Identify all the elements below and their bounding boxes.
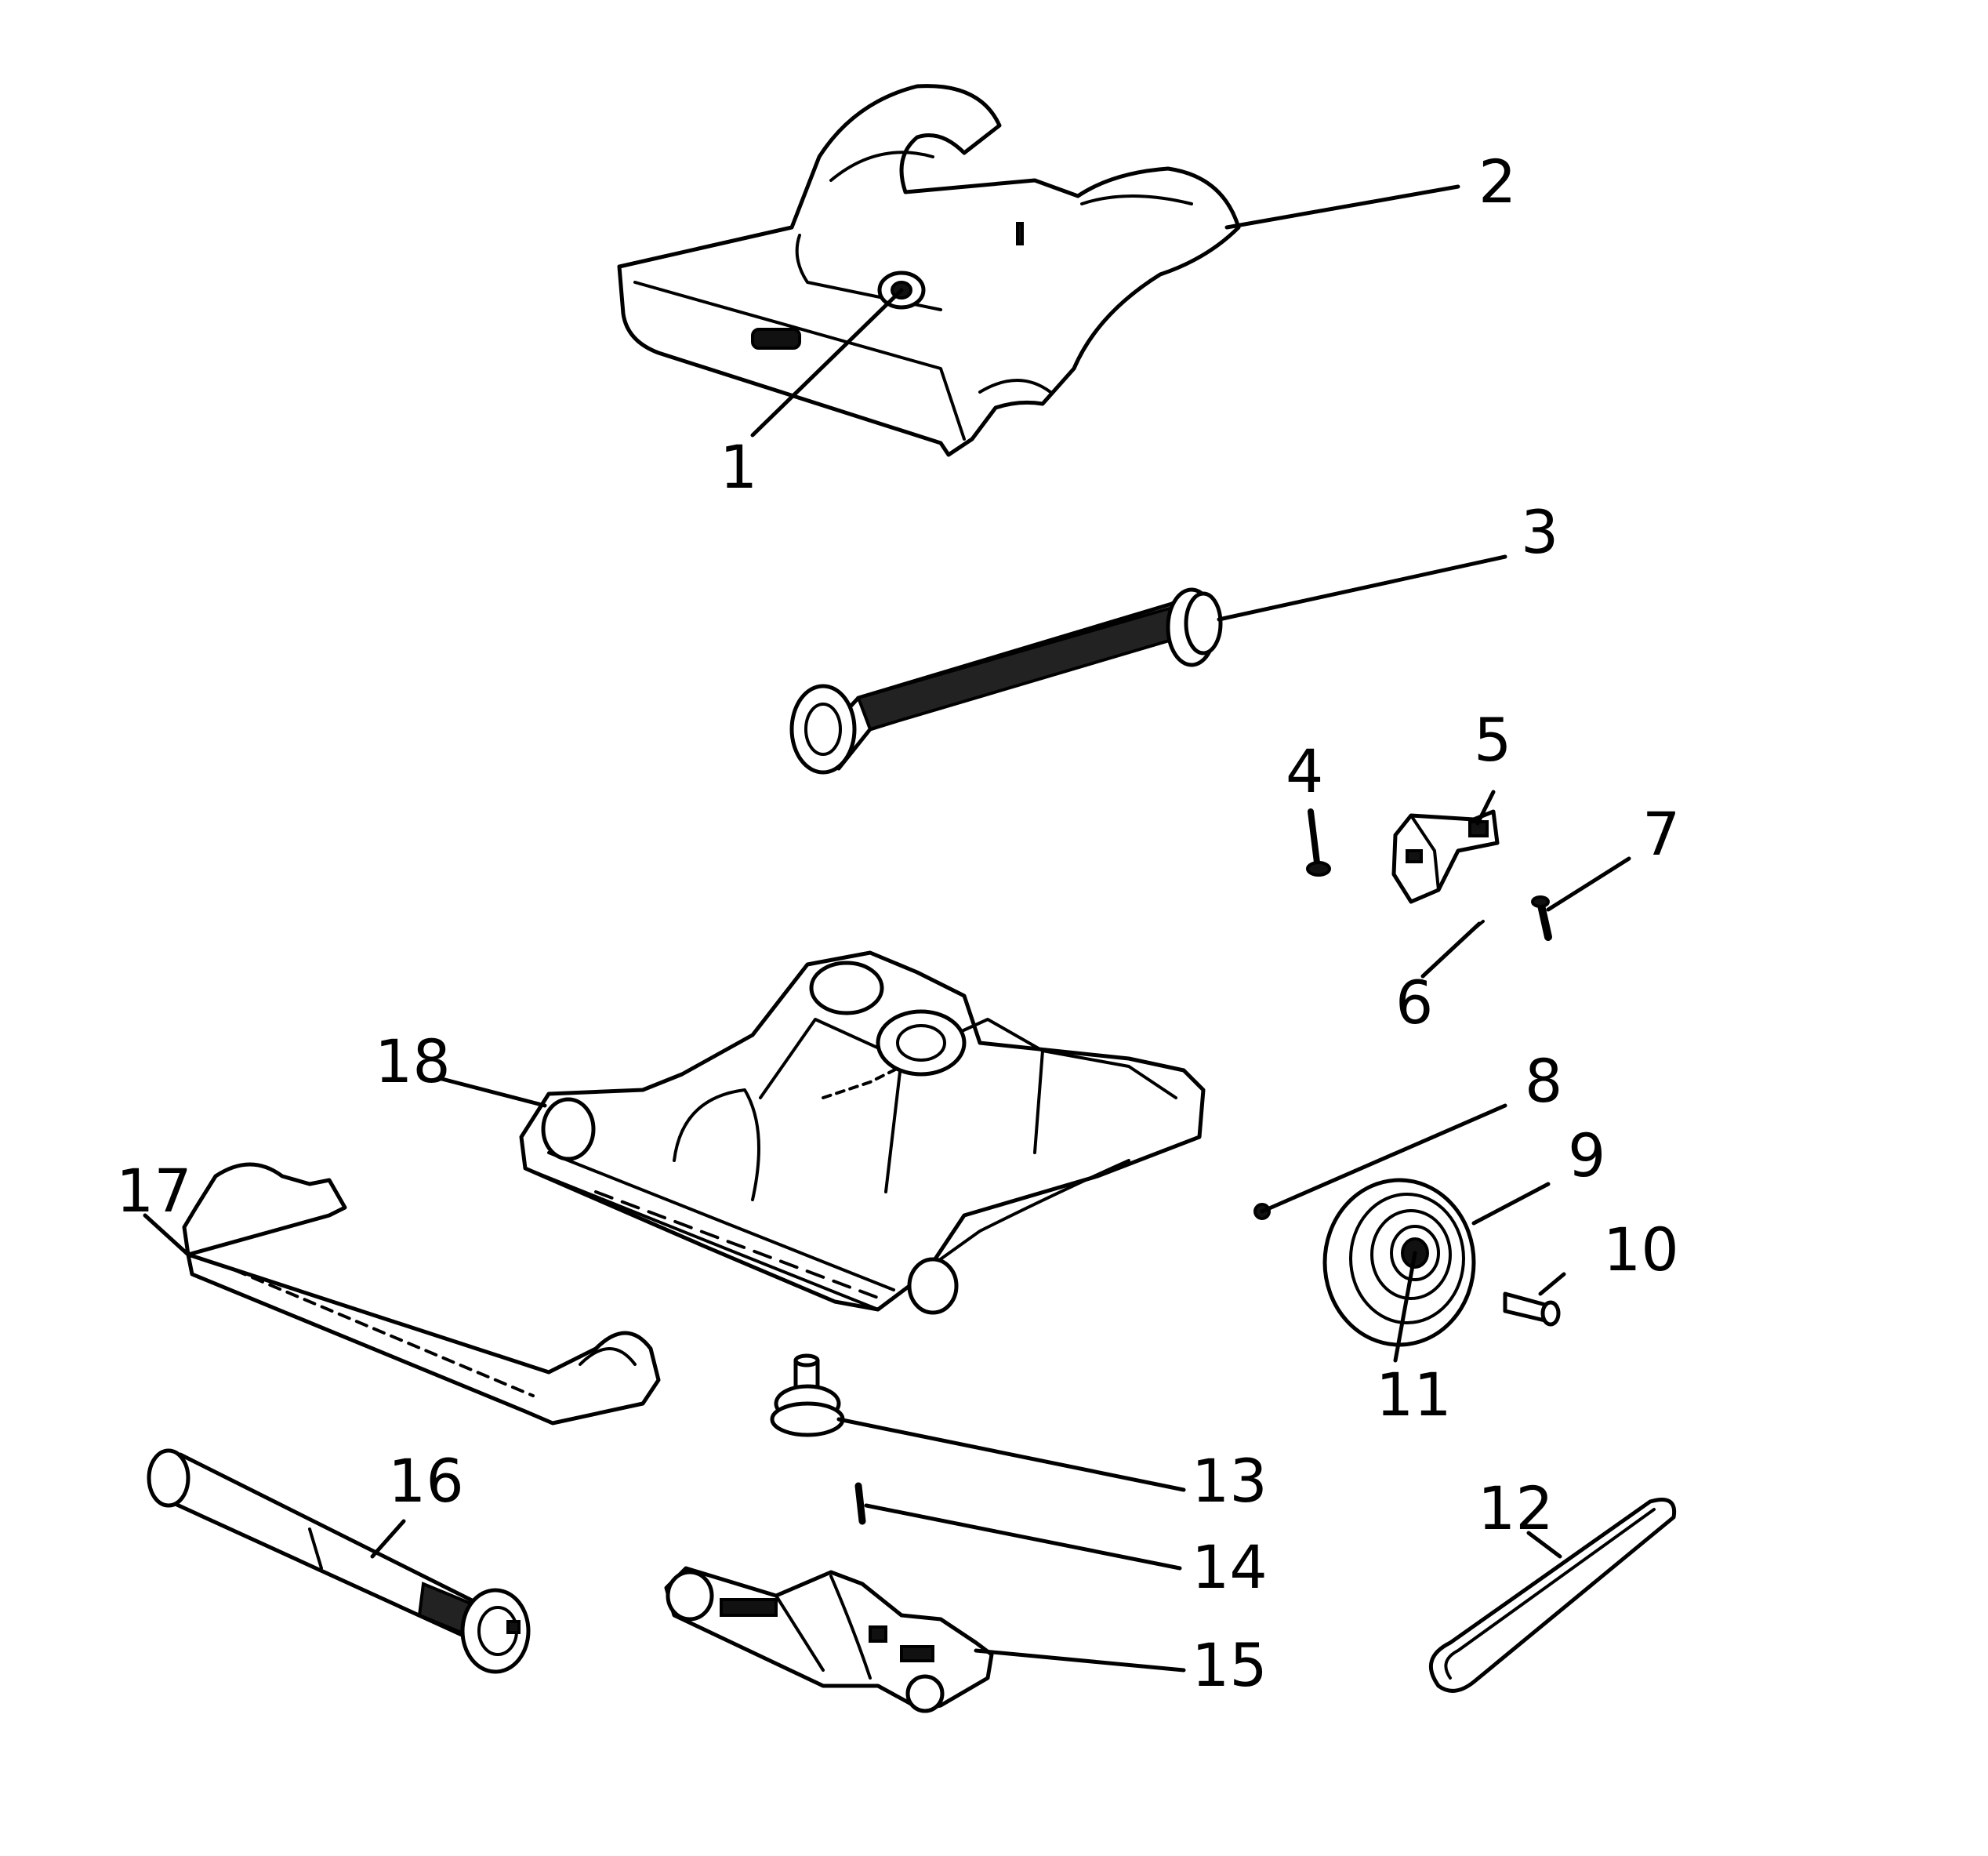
callout-16: 16 (388, 1446, 464, 1516)
callout-5: 5 (1474, 705, 1511, 775)
hood-cover-icon[interactable] (617, 84, 1241, 457)
latch-icon[interactable] (1391, 809, 1500, 904)
callout-1: 1 (720, 432, 757, 502)
brushroll-icon[interactable] (147, 1448, 531, 1674)
screw-icon[interactable] (1306, 808, 1331, 877)
callout-10: 10 (1603, 1215, 1679, 1284)
hose-icon[interactable] (789, 587, 1223, 775)
callout-14: 14 (1192, 1532, 1268, 1602)
callout-11: 11 (1376, 1360, 1452, 1429)
callout-6: 6 (1395, 968, 1433, 1037)
callout-13: 13 (1192, 1446, 1268, 1516)
callout-9: 9 (1568, 1121, 1605, 1190)
motor-assembly-icon[interactable] (664, 1566, 994, 1713)
pulley-icon[interactable] (770, 1353, 845, 1437)
callout-3: 3 (1521, 497, 1558, 567)
callout-2: 2 (1478, 147, 1516, 216)
wheel-icon[interactable] (1322, 1178, 1476, 1347)
pin-icon[interactable] (854, 1482, 866, 1525)
callout-15: 15 (1192, 1630, 1268, 1700)
base-frame-icon[interactable] (519, 950, 1206, 1315)
callout-8: 8 (1525, 1046, 1562, 1116)
bumper-plate-icon[interactable] (182, 1162, 661, 1426)
callout-12: 12 (1478, 1473, 1554, 1543)
callout-7: 7 (1642, 799, 1680, 869)
screw-icon[interactable] (1531, 895, 1552, 941)
callout-17: 17 (116, 1156, 192, 1226)
callout-18: 18 (375, 1026, 451, 1096)
callout-4: 4 (1286, 736, 1323, 806)
belt-icon[interactable] (1429, 1498, 1677, 1693)
screw-icon[interactable] (1503, 1291, 1561, 1327)
